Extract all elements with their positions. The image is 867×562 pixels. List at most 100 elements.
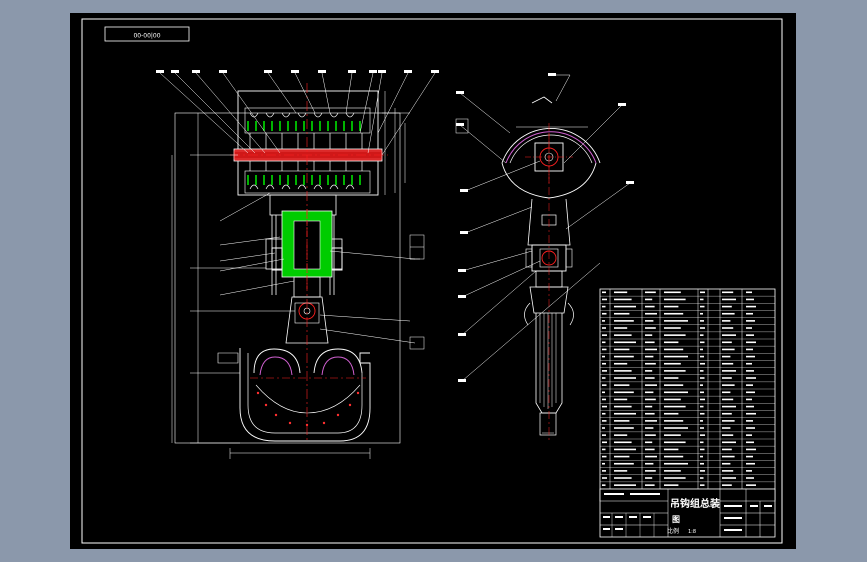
bom-cell-text <box>746 377 756 379</box>
bom-cell-text <box>746 362 752 365</box>
bom-cell-text <box>700 355 704 358</box>
bom-cell-text <box>614 327 628 329</box>
bom-cell-text <box>700 362 705 365</box>
bom-cell-text <box>645 362 656 365</box>
bom-cell-text <box>664 298 686 301</box>
bom-cell-text <box>746 477 754 479</box>
bom-cell-text <box>722 377 732 379</box>
bom-cell-text <box>746 420 753 422</box>
bom-cell-text <box>700 305 705 308</box>
bom-cell-text <box>746 384 753 386</box>
bom-cell-text <box>645 298 653 301</box>
bom-cell-text <box>722 362 734 365</box>
bom-cell-text <box>602 334 607 336</box>
bom-cell-text <box>722 405 736 408</box>
bom-cell-text <box>602 420 607 422</box>
bom-cell-text <box>700 348 703 351</box>
bom-cell-text <box>664 341 679 344</box>
bom-cell-text <box>700 377 705 379</box>
bom-cell-text <box>645 341 655 344</box>
drawing-title-cont: 图 <box>672 515 680 524</box>
bom-cell-text <box>700 370 704 372</box>
bom-cell-text <box>614 355 634 358</box>
bom-cell-text <box>746 484 756 486</box>
bom-cell-text <box>746 441 754 444</box>
bom-cell-text <box>664 405 686 408</box>
bom-cell-text <box>722 398 734 401</box>
bom-cell-text <box>700 420 703 422</box>
bom-cell-text <box>746 355 755 358</box>
bom-cell-text <box>722 370 736 372</box>
bom-cell-text <box>602 362 606 365</box>
bom-cell-text <box>614 370 632 372</box>
bom-cell-text <box>645 320 654 322</box>
code-box-text: 00-00|00 <box>133 33 160 40</box>
bom-cell-text <box>602 455 607 458</box>
bom-cell-text <box>614 291 628 294</box>
bill-of-materials <box>599 288 776 502</box>
bom-cell-text <box>602 405 607 408</box>
bom-cell-text <box>645 448 655 451</box>
bom-cell-text <box>722 334 736 336</box>
bom-cell-text <box>664 477 686 479</box>
bom-cell-text <box>700 341 705 344</box>
bom-cell-text <box>722 327 734 329</box>
bom-cell-text <box>746 312 753 315</box>
bom-cell-text <box>700 412 705 415</box>
bom-cell-text <box>614 362 628 365</box>
bom-cell-text <box>746 348 753 351</box>
bom-cell-text <box>700 462 704 465</box>
bom-cell-text <box>722 291 734 294</box>
bom-cell-text <box>664 470 681 472</box>
bom-cell-text <box>614 320 634 322</box>
bom-cell-text <box>722 455 735 458</box>
bom-cell-text <box>700 291 705 294</box>
bom-cell-text <box>602 312 607 315</box>
title-block: 吊钩组总装 图 比例 1:8 <box>599 488 776 538</box>
bom-cell-text <box>746 391 755 394</box>
inner-border <box>81 18 783 544</box>
bom-cell-text <box>700 384 703 386</box>
bom-cell-text <box>602 462 605 465</box>
bom-cell-text <box>746 412 756 415</box>
bom-cell-text <box>746 405 754 408</box>
bom-cell-text <box>664 327 681 329</box>
bom-cell-text <box>614 455 630 458</box>
bom-cell-text <box>746 334 754 336</box>
bom-cell-text <box>722 470 734 472</box>
bom-cell-text <box>645 384 657 386</box>
bom-cell-text <box>700 470 705 472</box>
bom-cell-text <box>722 312 735 315</box>
cad-drawing: 00-00|00 <box>81 18 783 544</box>
bom-cell-text <box>614 348 630 351</box>
bom-cell-text <box>722 427 731 429</box>
bom-cell-text <box>664 305 679 308</box>
bom-cell-text <box>614 312 630 315</box>
bom-cell-text <box>722 391 731 394</box>
bom-cell-text <box>722 412 732 415</box>
bom-cell-text <box>700 484 705 486</box>
bom-cell-text <box>700 398 705 401</box>
bom-cell-text <box>614 334 632 336</box>
bom-cell-text <box>700 327 705 329</box>
bom-cell-text <box>722 477 736 479</box>
bom-cell-text <box>645 348 657 351</box>
bom-cell-text <box>664 362 681 365</box>
scale-value: 1:8 <box>688 529 696 535</box>
bom-cell-text <box>614 398 628 401</box>
bom-cell-text <box>614 448 636 451</box>
bom-cell-text <box>614 427 634 429</box>
bom-cell-text <box>664 398 681 401</box>
bom-cell-text <box>664 320 688 322</box>
bom-cell-text <box>645 427 654 429</box>
bom-cell-text <box>664 427 688 429</box>
bom-cell-text <box>664 448 679 451</box>
bom-cell-text <box>700 477 704 479</box>
bom-cell-text <box>602 441 607 444</box>
bom-cell-text <box>664 348 684 351</box>
bom-cell-text <box>645 462 654 465</box>
bom-cell-text <box>645 434 656 436</box>
bom-cell-text <box>602 320 605 322</box>
bom-cell-text <box>645 477 653 479</box>
bom-cell-text <box>645 441 653 444</box>
